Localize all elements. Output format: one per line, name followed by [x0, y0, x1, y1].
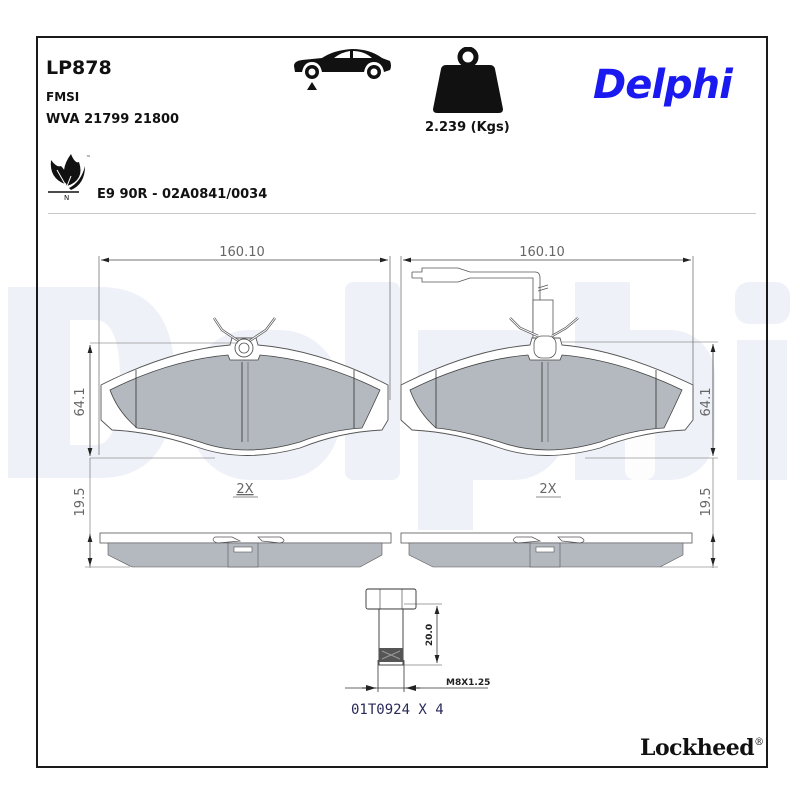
svg-text:2X: 2X	[539, 482, 556, 497]
bolt-reference: 01T0924 X 4	[351, 702, 444, 718]
weight-icon	[433, 47, 503, 113]
brand-logo-lockheed: Lockheed®	[640, 735, 764, 761]
car-front-axle-icon	[294, 49, 391, 90]
part-number: LP878	[46, 57, 112, 79]
svg-text:64.1: 64.1	[699, 388, 714, 417]
svg-text:19.5: 19.5	[73, 488, 88, 517]
header-separator	[48, 213, 756, 214]
left-pad-side-view: 19.5	[73, 458, 392, 568]
fmsi-label: FMSI	[46, 90, 80, 104]
svg-text:20.0: 20.0	[425, 624, 435, 646]
svg-text:160.10: 160.10	[519, 245, 565, 260]
leaf-eco-icon: N ™	[48, 154, 91, 200]
svg-text:64.1: 64.1	[73, 388, 88, 417]
approval-number: E9 90R - 02A0841/0034	[97, 187, 268, 202]
bolt-drawing: 20.0 M8X1.25	[345, 588, 490, 692]
svg-text:M8X1.25: M8X1.25	[446, 678, 490, 688]
brand-logo-delphi: Delphi	[593, 62, 733, 108]
svg-text:2X: 2X	[236, 482, 253, 497]
weight-value: 2.239 (Kgs)	[425, 120, 510, 135]
svg-text:19.5: 19.5	[699, 488, 714, 517]
left-pad-front-view: 160.10 64.1 2X	[73, 245, 391, 498]
svg-text:N: N	[64, 194, 69, 200]
right-pad-front-view: 160.10 64.1 2X	[400, 245, 718, 498]
svg-text:160.10: 160.10	[219, 245, 265, 260]
right-pad-side-view: 19.5	[400, 458, 718, 568]
wva-numbers: WVA 21799 21800	[46, 112, 180, 127]
svg-text:™: ™	[86, 155, 91, 161]
datasheet-frame	[36, 36, 768, 768]
